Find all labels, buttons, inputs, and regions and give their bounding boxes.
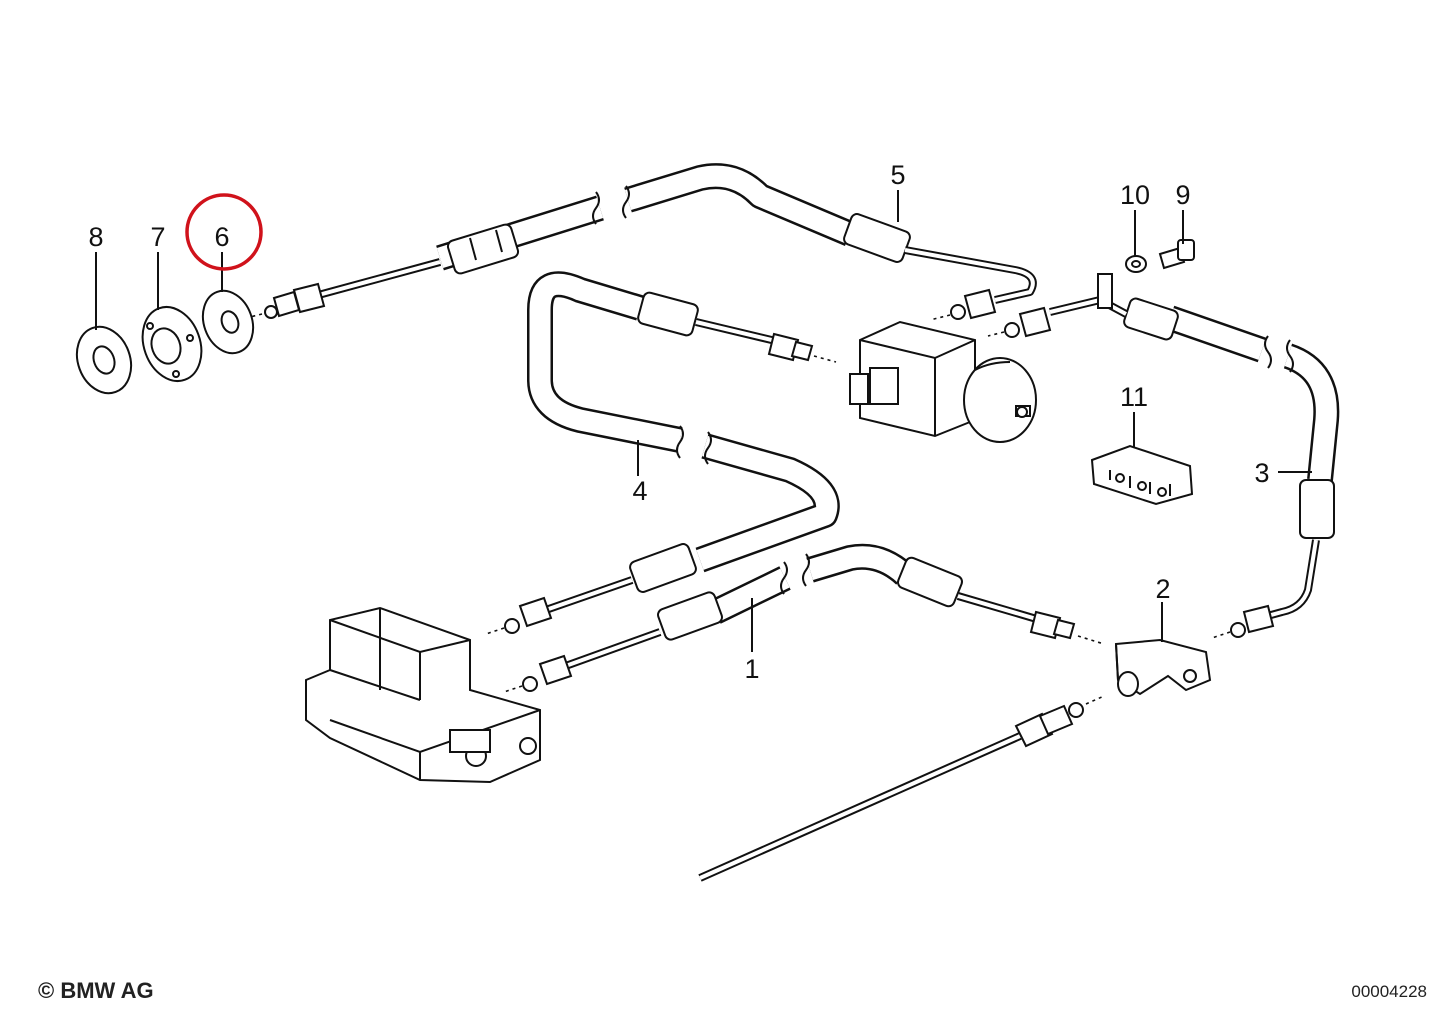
valve-block: [849, 320, 1037, 443]
label-part-3: 3: [1254, 458, 1269, 488]
brake-line: [698, 695, 1105, 882]
label-part-9: 9: [1175, 180, 1190, 210]
clip-11: [1090, 444, 1194, 506]
hose-4: [485, 271, 840, 635]
screw-9: [1158, 239, 1195, 270]
t-connector-2: [1114, 638, 1212, 697]
hose-5: [245, 163, 1037, 321]
label-part-8: 8: [88, 222, 103, 252]
label-part-5: 5: [890, 160, 905, 190]
label-part-2: 2: [1155, 574, 1170, 604]
flange-7: [141, 306, 203, 382]
ring-8: [75, 325, 133, 395]
leader-lines: [95, 190, 1312, 652]
washer-10: [1125, 255, 1147, 273]
label-part-11: 11: [1120, 382, 1148, 412]
label-part-10: 10: [1120, 180, 1150, 210]
label-part-4: 4: [632, 476, 647, 506]
control-unit: [305, 606, 541, 784]
document-number: 00004228: [1351, 982, 1427, 1001]
hose-3: [987, 273, 1340, 639]
ring-6: [201, 289, 255, 355]
part-labels: 8 7 6 5 10 9 11 4 3 2 1: [88, 160, 1269, 684]
label-part-1: 1: [744, 654, 759, 684]
copyright-text: © BMW AG: [38, 978, 154, 1003]
highlight-circle: [185, 193, 263, 271]
hose-1: [503, 543, 1105, 693]
label-part-7: 7: [150, 222, 165, 252]
label-part-6: 6: [214, 222, 229, 252]
